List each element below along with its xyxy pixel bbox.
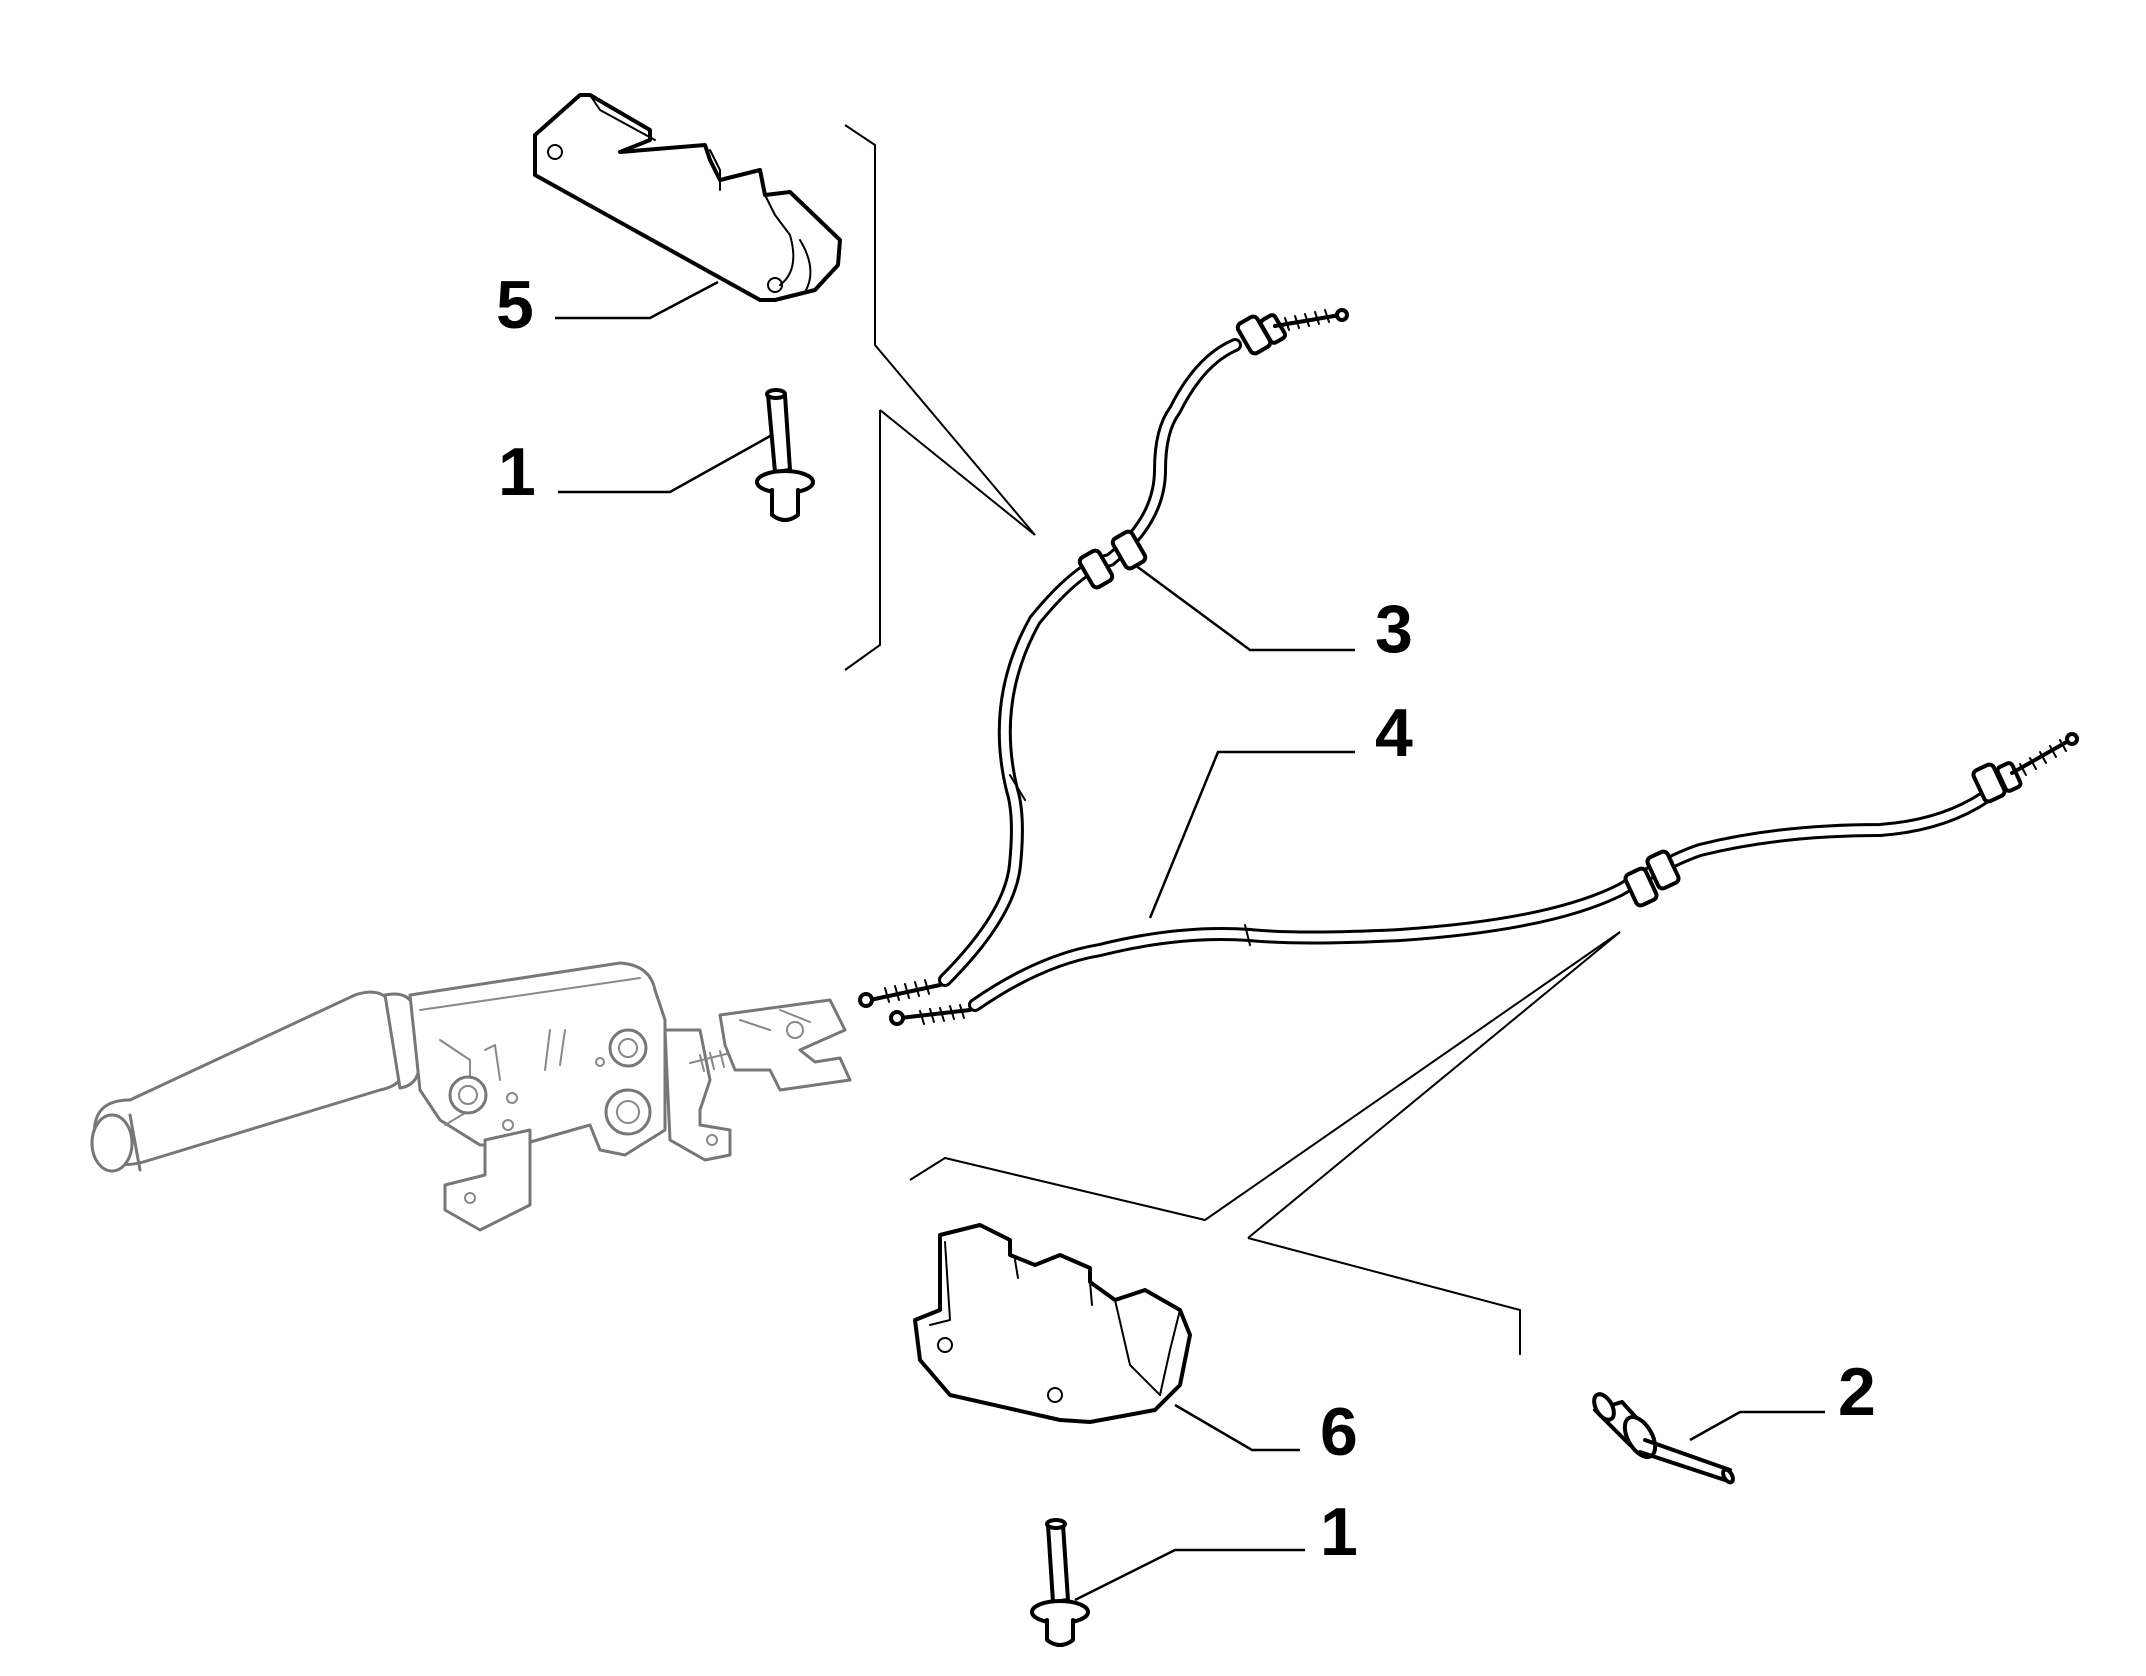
- stud-lower: [1030, 1518, 1090, 1647]
- leader-2: [1689, 1410, 1825, 1442]
- callout-5: 5: [496, 267, 534, 343]
- callout-3: 3: [1375, 591, 1413, 667]
- parking-brake-lever: [90, 961, 852, 1232]
- brake-cable-left: [858, 308, 1349, 1008]
- callout-2: 2: [1838, 1354, 1876, 1430]
- cable-guide-upper: [533, 93, 842, 302]
- callout-6: 6: [1320, 1394, 1358, 1470]
- cable-guide-lower: [913, 1223, 1192, 1424]
- lower-group-bracket: [909, 931, 1621, 1355]
- callout-4: 4: [1375, 695, 1413, 771]
- leader-1-bottom: [1074, 1548, 1305, 1602]
- leader-lines: [555, 280, 1825, 1602]
- leader-5: [555, 280, 719, 320]
- leader-3: [1134, 563, 1355, 652]
- stud-upper: [755, 388, 815, 522]
- leader-6: [1174, 1403, 1300, 1452]
- leader-4: [1148, 750, 1355, 919]
- upper-group-bracket: [844, 124, 1036, 671]
- callout-1-top: 1: [498, 434, 536, 510]
- leader-1-top: [558, 433, 773, 494]
- brake-cable-right: [889, 732, 2079, 1026]
- rivet: [1592, 1392, 1735, 1485]
- callout-1-bottom: 1: [1320, 1494, 1358, 1570]
